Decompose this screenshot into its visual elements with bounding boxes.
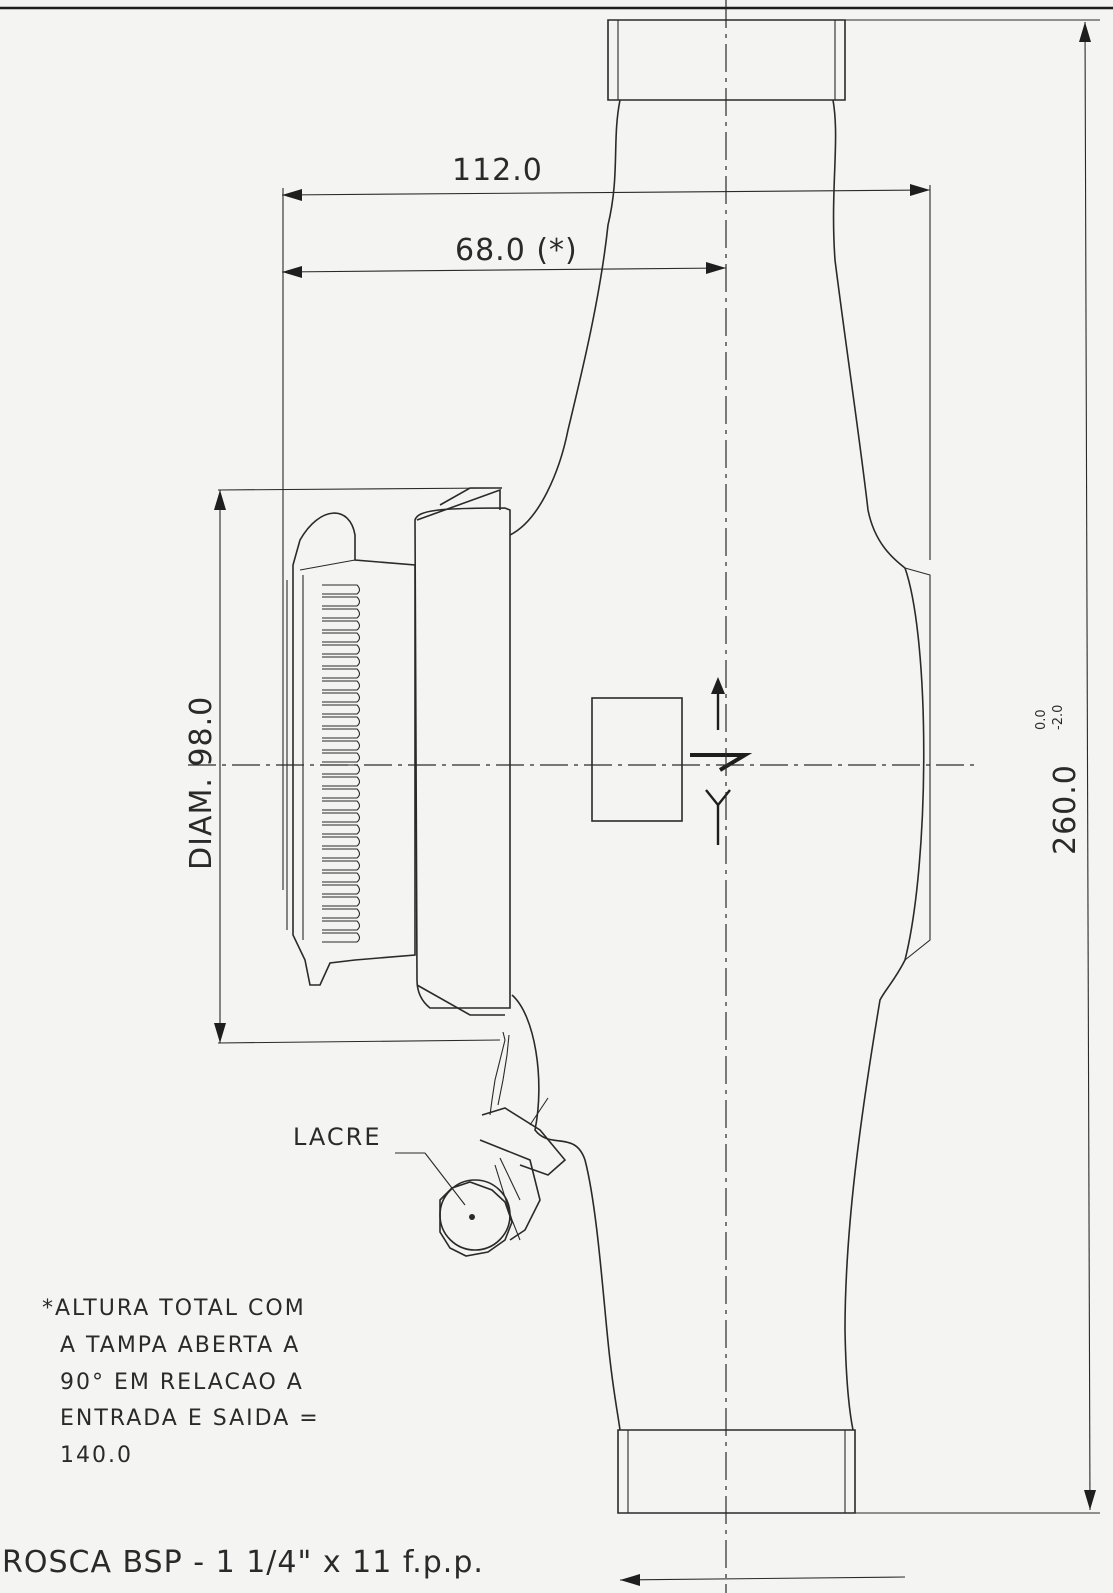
flow-arrow-icon	[690, 677, 753, 845]
dim-260-tol-lower: -2.0	[1051, 705, 1066, 730]
dim-112	[281, 184, 931, 890]
note-line-1: *ALTURA TOTAL COM	[42, 1296, 306, 1321]
note-block: *ALTURA TOTAL COM A TAMPA ABERTA A 90° E…	[42, 1296, 320, 1468]
ring-tooth	[322, 896, 361, 907]
dim-260	[845, 19, 1100, 1514]
dim-68-label: 68.0 (*)	[455, 233, 578, 268]
dim-260-tol-upper: 0.0	[1034, 709, 1049, 730]
knurled-ring-teeth	[322, 584, 361, 943]
register-cover	[286, 487, 511, 1016]
note-line-5: 140.0	[60, 1443, 133, 1468]
ring-tooth	[322, 752, 361, 763]
ring-tooth	[322, 872, 361, 883]
dim-260-label: 260.0	[1048, 764, 1083, 855]
dim-diameter-label: DIAM. 98.0	[184, 696, 219, 870]
ring-tooth	[322, 860, 361, 871]
seal-assembly	[395, 1031, 567, 1257]
ring-tooth	[322, 644, 361, 655]
thread-spec: ROSCA BSP - 1 1/4" x 11 f.p.p.	[2, 1545, 484, 1580]
ring-tooth	[322, 620, 361, 631]
ring-tooth	[322, 716, 361, 727]
ring-tooth	[322, 584, 361, 595]
ring-tooth	[322, 740, 361, 751]
ring-tooth	[322, 692, 361, 703]
note-line-3: 90° EM RELACAO A	[60, 1370, 304, 1395]
ring-tooth	[322, 836, 361, 847]
ring-tooth	[322, 704, 361, 715]
note-line-4: ENTRADA E SAIDA =	[60, 1406, 320, 1431]
ring-tooth	[322, 680, 361, 691]
ring-tooth	[322, 848, 361, 859]
ring-tooth	[322, 668, 361, 679]
ring-tooth	[322, 608, 361, 619]
ring-tooth	[322, 812, 361, 823]
ring-tooth	[322, 788, 361, 799]
ring-tooth	[322, 656, 361, 667]
ring-tooth	[322, 920, 361, 931]
ring-tooth	[322, 632, 361, 643]
ring-tooth	[322, 764, 361, 775]
ring-tooth	[322, 776, 361, 787]
ring-tooth	[322, 800, 361, 811]
ring-tooth	[322, 884, 361, 895]
dim-112-label: 112.0	[452, 153, 543, 188]
seal-label: LACRE	[293, 1123, 382, 1151]
thread-leader	[619, 1574, 906, 1586]
ring-tooth	[322, 908, 361, 919]
ring-tooth	[322, 728, 361, 739]
dim-diameter	[214, 487, 501, 1044]
ring-tooth	[322, 596, 361, 607]
dim-68	[281, 262, 727, 278]
ring-tooth	[322, 932, 361, 943]
ring-tooth	[322, 824, 361, 835]
note-line-2: A TAMPA ABERTA A	[60, 1333, 300, 1358]
display-window	[591, 697, 683, 822]
